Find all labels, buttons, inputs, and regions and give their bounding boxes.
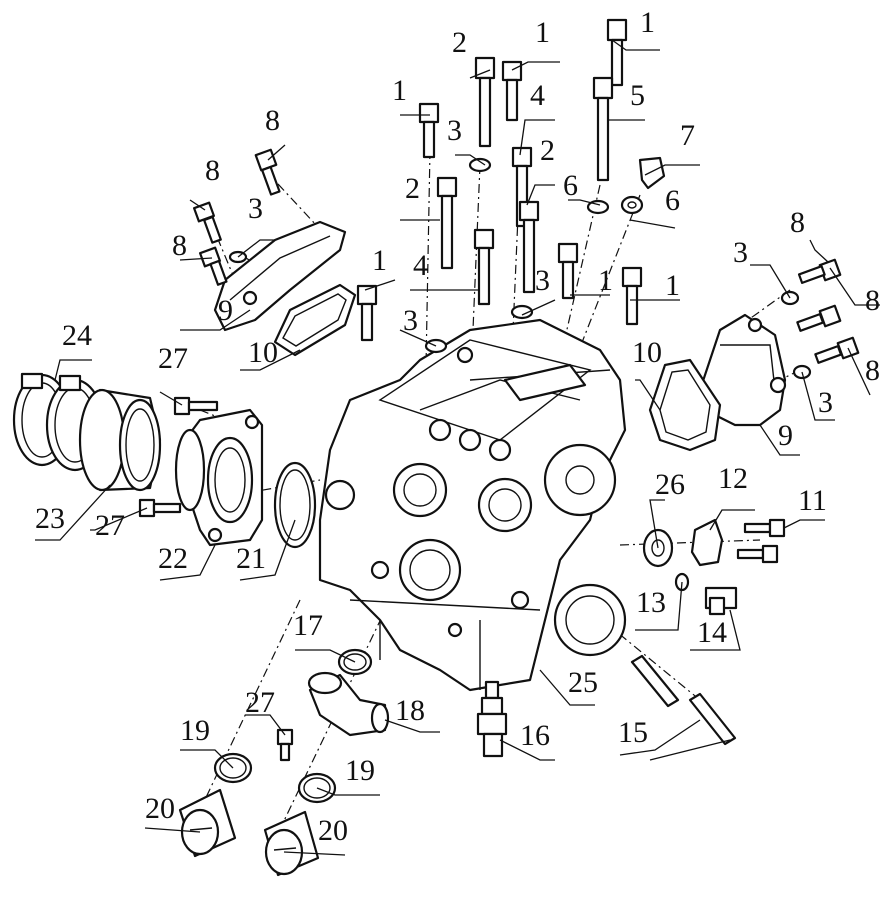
callout-10-a: 10 [248,336,278,369]
callout-10-b: 10 [632,336,662,369]
left-valve-cover [213,220,347,332]
callout-1-a: 1 [640,6,655,39]
callout-3-c: 3 [733,236,748,269]
bolt-27-bottom [276,728,294,762]
bolt-4-lower [473,228,495,306]
callout-17: 17 [293,609,323,642]
callout-27-b: 27 [95,509,125,542]
callout-18: 18 [395,694,425,727]
bolt-14 [704,586,738,616]
callout-11: 11 [798,484,827,517]
bolt-1-centre [557,242,579,300]
right-valve-cover [698,313,787,427]
callout-4-b: 4 [413,249,428,282]
callout-3-d: 3 [535,264,550,297]
pins-15 [630,654,737,746]
intake-boot [78,388,162,492]
callout-1-c: 1 [392,74,407,107]
right-cover-bolts [796,258,860,364]
bolt-1-right [621,266,643,326]
callout-12: 12 [718,462,748,495]
callout-26: 26 [655,468,685,501]
head-bolts [356,18,643,342]
callout-8-e: 8 [865,284,880,317]
callout-3-b: 3 [248,192,263,225]
spark-plug-16 [476,680,508,758]
callout-3-f: 3 [818,386,833,419]
callout-19-a: 19 [180,714,210,747]
bolt-5 [592,76,614,182]
callout-15: 15 [618,716,648,749]
callout-27-c: 27 [245,686,275,719]
callout-4-a: 4 [530,79,545,112]
callout-9-a: 9 [218,294,233,327]
callout-8-c: 8 [172,229,187,262]
callout-13: 13 [636,586,666,619]
callout-7: 7 [680,119,695,152]
bolt-2-left [436,176,458,270]
callout-14: 14 [697,616,727,649]
bolt-2-upper [474,56,496,148]
bolt-4-upper [511,146,533,228]
callout-16: 16 [520,719,550,752]
callout-6-a: 6 [563,169,578,202]
callout-24: 24 [62,319,92,352]
left-gasket [273,283,357,357]
bolt-2-mid [518,200,540,294]
callout-20-a: 20 [145,792,175,825]
callout-8-b: 8 [205,154,220,187]
o-rings-19 [213,752,337,804]
leader-lines [35,39,880,856]
elbow-18 [307,671,390,737]
callout-21: 21 [236,542,266,575]
callout-19-b: 19 [345,754,375,787]
callout-2-a: 2 [452,26,467,59]
callout-5: 5 [630,79,645,112]
cover-plate-12 [690,518,724,567]
callout-20-b: 20 [318,814,348,847]
plug-7 [638,156,666,190]
callout-8-f: 8 [865,354,880,387]
bolt-1-left [418,102,440,159]
callout-25: 25 [568,666,598,699]
bolts-11 [736,518,786,564]
callout-22: 22 [158,542,188,575]
callout-2-c: 2 [405,172,420,205]
intake-o-ring [273,461,317,549]
caps-20 [178,788,320,877]
callout-8-a: 8 [265,104,280,137]
callout-1-d: 1 [372,244,387,277]
left-cover-bolts [192,148,281,286]
callout-27-a: 27 [158,342,188,375]
bolt-1-top-right [606,18,628,87]
intake-pipe [174,408,264,547]
callout-2-b: 2 [540,134,555,167]
callout-8-d: 8 [790,206,805,239]
callout-1-b: 1 [535,16,550,49]
bolt-1-far-left [356,284,378,342]
callout-9-b: 9 [778,419,793,452]
bolt-1-upper [501,60,523,122]
callout-3-a: 3 [447,114,462,147]
callout-23: 23 [35,502,65,535]
cylinder-head [318,318,627,692]
callout-6-b: 6 [665,184,680,217]
callout-3-e: 3 [403,304,418,337]
callout-1-f: 1 [665,269,680,302]
callout-labels: 1 1 1 1 1 1 2 2 2 3 3 3 3 3 3 4 4 5 6 6 … [35,6,880,847]
callout-1-e: 1 [598,264,613,297]
right-gasket [648,358,722,452]
